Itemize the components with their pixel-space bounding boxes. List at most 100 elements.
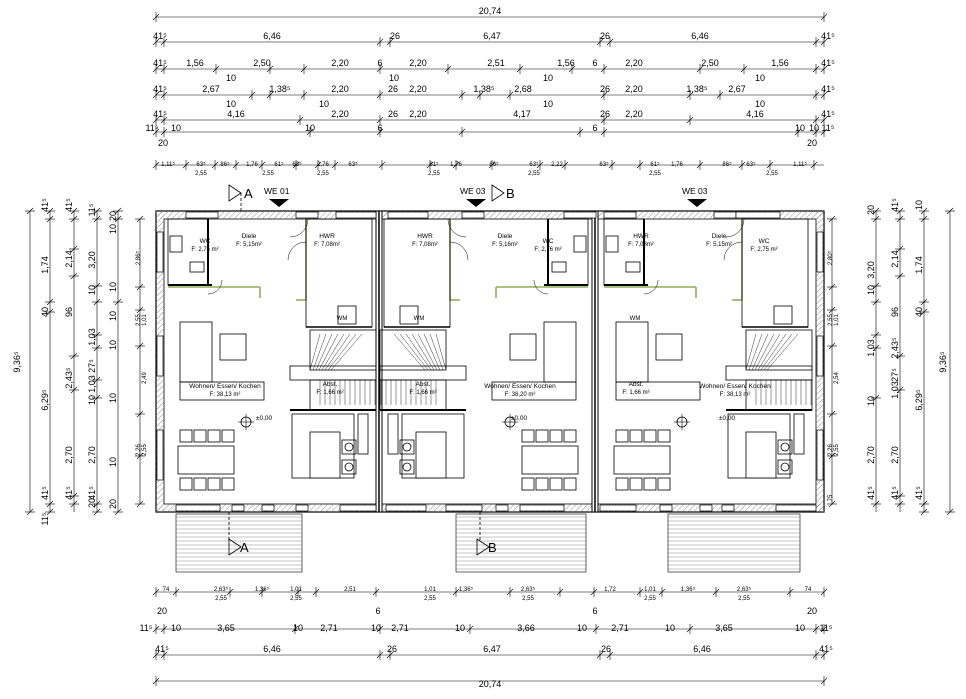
section-markers: A B A B [228,184,515,556]
dim-bottom-opening-1: 2,63⁵ [214,586,229,593]
dim-right-opening-4: 2,26 [828,444,834,456]
dim-bottom-opening-sub-2: 2,55 [424,596,436,602]
overall-depth-right: 9,36⁵ [938,351,948,373]
dim-left-col1-2: 40 [40,307,50,317]
room-area: F: 2,75 m² [191,247,218,253]
dim-top-row2-11: 1,56 [771,58,789,68]
dim-left-col4-3: 10 [108,311,118,321]
dim-bottom-opening-4: 2,51 [344,587,356,593]
dim-right-col3-0: 10 [914,200,924,210]
dim-bottom-opening-0: 74 [163,587,170,593]
dim-right-opening-0: 2,80⁵ [827,250,834,265]
dim-bottom-b-12: 3,65 [715,623,733,633]
dim-bottom-opening-sub-0: 2,55 [215,596,227,602]
dim-top-opening-7: 63⁵ [348,161,358,168]
dim-top-row5-7: 11⁵ [821,123,834,133]
room-name: Diele [498,233,513,240]
section-a-bottom: A [240,540,249,555]
dim-right-col2-5: 1,03 [890,381,900,399]
dim-left-col3-8: 41⁵ [87,486,97,500]
building-shell [155,210,825,513]
dim-top-row3-3: 2,20 [331,84,349,94]
dim-bottom-a-0: 20 [157,606,167,616]
dim-right-col3-3: 6,29⁵ [914,389,924,411]
dim-top-opening-sub-1: 2,55 [262,171,274,177]
dim-right-col1-2: 10 [866,285,876,295]
dim-left-opening-5: 2,55 [142,444,148,456]
room-name: HWR [319,233,335,240]
dim-top-opening-0: 1,11⁵ [161,161,175,168]
dim-left-col2-0: 41⁵ [64,198,74,212]
room-name: HWR [633,233,649,240]
dim-top-row1-3: 6,47 [483,31,501,41]
dim-top-row4-0: 41⁵ [153,109,167,119]
room-name: Diele [712,233,727,240]
dim-bottom-b-3: 10 [293,623,303,633]
dim-right-opening-6: 75 [828,494,834,501]
dim-left-col2-4: 2,70 [64,446,74,464]
dim-left-col4-0: 20 [108,211,118,221]
dim-top-row3-6: 1,38⁵ [473,84,495,94]
dim-left-col4-5: 10 [108,393,118,403]
room-area: F: 2,75 m² [750,247,777,253]
dim-bottom-opening-10: 1,36⁵ [681,586,696,593]
dim-top-row4-3: 26 [388,109,398,119]
room-name: WC [543,238,554,245]
dim-bottom-opening-11: 2,63⁵ [737,586,752,593]
dim-bottom-b-10: 2,71 [611,623,629,633]
dim-top-row3-1: 2,67 [202,84,220,94]
dim-top-row5-2: 10 [305,123,315,133]
dim-left-opening-1: 1,01 [142,314,148,326]
room-area: F: 7,08m² [314,242,340,248]
dim-bottom-c-3: 6,47 [483,644,501,654]
dim-bottom-opening-12: 74 [805,587,812,593]
section-b-top: B [506,186,515,201]
room-area: F: 7,08m² [412,242,438,248]
dim-top-row2-9: 2,20 [625,58,643,68]
dim-left-col4-1: 10 [108,224,118,234]
unit-tags: WE 01 WE 03 WE 03 [264,186,708,207]
dim-left-col3-0: 11⁵ [87,203,97,216]
dim-right-col3-1: 1,74 [914,256,924,274]
dim-right-opening-1: 1,01 [834,314,840,326]
room-name: Wohnen/ Essen/ Kochen [484,383,556,390]
dim-right-col2-4: 27⁵ [890,368,900,382]
dim-bottom-opening-8: 1,72 [604,587,616,593]
room-area: F: 5,15m² [706,242,732,248]
dim-top-opening-14: 61⁵ [650,161,660,168]
dim-top-row3-11: 2,67 [728,84,746,94]
room-area: F: 1,66 m² [409,390,436,396]
dimension-lines [25,12,955,686]
dim-top-row5-0: 11⁵ [145,123,158,133]
dim-top-row3-5: 2,20 [409,84,427,94]
dim-left-col2-3: 2,43⁵ [64,367,74,389]
dim-top-opening-12: 2,22 [551,162,563,168]
dim-top-opening-8: 61⁵ [429,161,439,168]
dim-bottom-b-1: 10 [171,623,181,633]
dim-bottom-opening-2: 1,36⁵ [255,586,270,593]
dim-left-col1-4: 41⁵ [40,486,50,500]
dim-bottom-b-9: 10 [577,623,587,633]
dim-right-col2-3: 2,43⁵ [890,337,900,359]
dim-top-row5-3: 6 [377,123,382,133]
dim-bottom-b-13: 10 [795,623,805,633]
dim-bottom-b-5: 10 [371,623,381,633]
dim-top-opening-sub-3: 2,55 [428,171,440,177]
dim-top-row1-0: 41⁵ [153,31,167,41]
room-area: F: 2,76 m² [534,247,561,253]
unit-interior [167,218,377,491]
level-marker-2: ±0,00 [719,415,736,422]
dim-top-row2-8: 6 [592,58,597,68]
section-b-bottom: B [488,540,497,555]
dim-bottom-a-1: 6 [375,606,380,616]
overall-width-top: 20,74 [479,6,502,16]
dim-top-row4-8: 4,16 [746,109,764,119]
dim-left-col1-5: 11⁵ [40,512,50,525]
dim-top-row3s-0: 10 [226,99,236,109]
dim-bottom-c-0: 41⁵ [155,644,169,654]
dim-left-col3-1: 3,20 [87,251,97,269]
dim-top-row1-1: 6,46 [263,31,281,41]
dim-top-row2-7: 1,56 [557,58,575,68]
dim-top-opening-16: 86⁵ [722,161,732,168]
